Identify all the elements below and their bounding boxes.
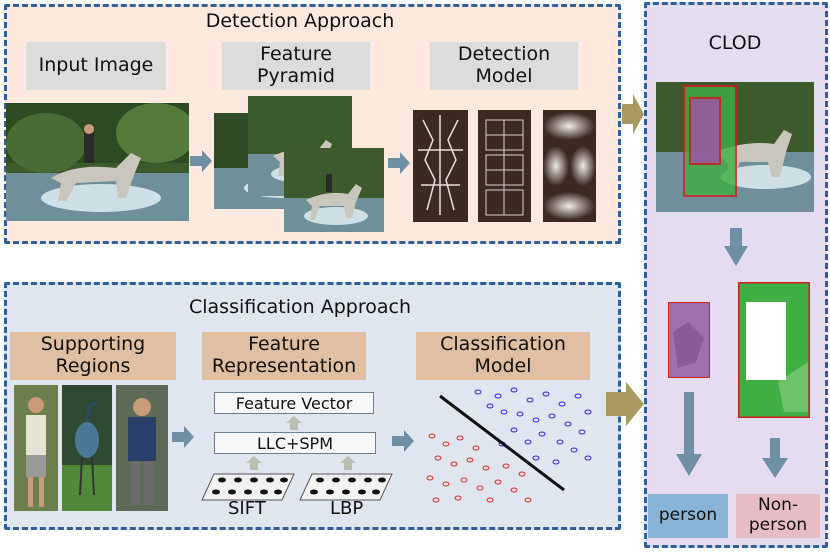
arrow-lbp-to-llc	[340, 456, 356, 470]
non-person-crop	[738, 282, 810, 418]
detection-model-line2: Model	[475, 65, 533, 87]
classification-model-line2: Model	[474, 355, 532, 377]
arrow-representation-to-model	[392, 430, 416, 452]
arrow-non-person-down	[762, 438, 788, 478]
supporting-regions-label: Supporting Regions	[10, 332, 176, 380]
non-person-line1: Non-	[757, 495, 799, 516]
feature-vector-box: Feature Vector	[214, 392, 374, 414]
non-person-result-box: Non- person	[736, 494, 820, 538]
feature-pyramid-line1: Feature	[260, 43, 332, 66]
person-crop	[668, 302, 710, 378]
support-image-girl	[14, 385, 58, 511]
arrow-clod-down	[724, 228, 748, 266]
support-image-man	[116, 385, 168, 511]
feature-representation-line2: Representation	[211, 355, 357, 377]
arrow-sift-to-llc	[246, 456, 262, 470]
supporting-regions-line2: Regions	[55, 355, 131, 377]
arrow-person-down	[676, 392, 702, 476]
non-person-line2: person	[748, 515, 808, 535]
supporting-regions-line1: Supporting	[40, 333, 146, 356]
clod-title: CLOD	[708, 32, 762, 54]
llc-spm-text: LLC+SPM	[256, 433, 333, 453]
lbp-label: LBP	[330, 498, 364, 519]
detection-filter-3	[543, 110, 596, 222]
arrow-pyramid-to-model	[388, 152, 412, 174]
classification-title: Classification Approach	[188, 296, 412, 318]
feature-representation-line1: Feature	[248, 333, 320, 356]
llc-spm-box: LLC+SPM	[214, 432, 376, 454]
support-image-bird	[62, 385, 112, 511]
detection-model-line1: Detection	[457, 43, 551, 66]
arrow-regions-to-representation	[172, 426, 196, 448]
arrow-detection-to-clod	[622, 94, 644, 134]
detection-title: Detection Approach	[205, 10, 395, 32]
clod-result-image	[656, 82, 814, 212]
feature-representation-label: Feature Representation	[202, 332, 366, 380]
classification-model-line1: Classification	[440, 333, 566, 356]
input-image-text: Input Image	[38, 54, 154, 77]
person-result-text: person	[658, 505, 718, 526]
arrow-classification-to-clod	[606, 382, 644, 426]
feature-pyramid-line2: Pyramid	[256, 65, 335, 87]
pyramid-image-3	[284, 148, 384, 232]
detection-filter-1	[413, 110, 468, 222]
arrow-input-to-pyramid	[190, 150, 214, 172]
detection-model-label: Detection Model	[430, 42, 578, 90]
lbp-grid	[298, 472, 394, 502]
feature-vector-text: Feature Vector	[235, 393, 353, 413]
feature-pyramid-label: Feature Pyramid	[222, 42, 370, 90]
input-image	[6, 103, 189, 221]
sift-label: SIFT	[228, 498, 266, 519]
sift-grid	[200, 472, 296, 502]
classification-scatter	[418, 382, 600, 512]
arrow-llc-to-vector	[286, 416, 302, 430]
input-image-label: Input Image	[26, 42, 166, 90]
detection-filter-2	[478, 110, 531, 222]
classification-model-label: Classification Model	[416, 332, 590, 380]
person-result-box: person	[648, 494, 728, 538]
